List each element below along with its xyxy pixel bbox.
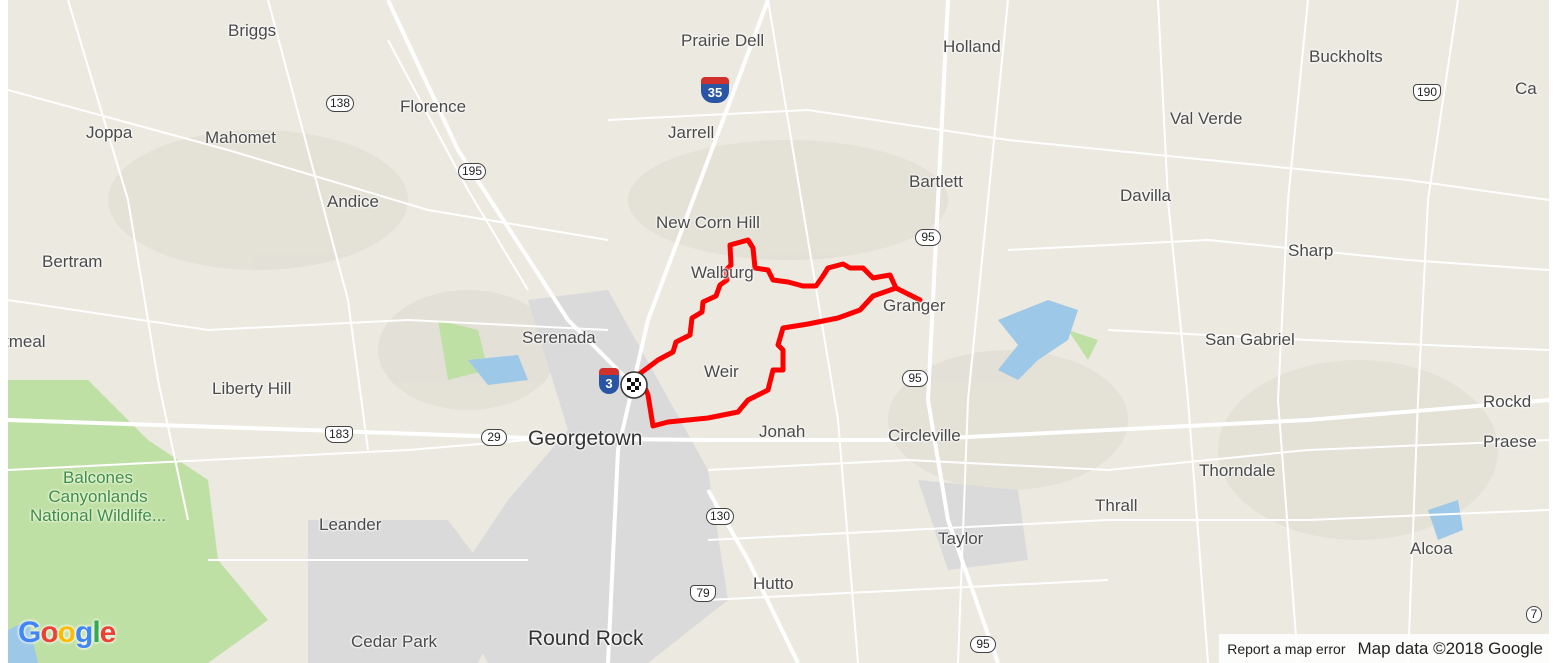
town-label: Jonah	[759, 422, 806, 441]
town-label: Circleville	[888, 426, 961, 445]
minor-roads	[8, 0, 1549, 663]
town-label: Thrall	[1095, 496, 1138, 515]
highway-shield: 29	[481, 429, 507, 446]
terrain	[108, 130, 1498, 540]
highway-shield: 130	[706, 508, 735, 525]
town-label: Walburg	[691, 263, 754, 282]
town-label: Serenada	[522, 328, 596, 347]
town-label: Bertram	[42, 252, 103, 271]
interstate-shield: 3	[599, 368, 619, 394]
highway-shield: 95	[902, 370, 928, 387]
highway-shield: 7	[1526, 606, 1542, 623]
town-label: Praese	[1483, 432, 1537, 451]
town-label: Val Verde	[1170, 109, 1243, 128]
town-label: Bartlett	[909, 172, 963, 191]
town-label: Hutto	[753, 574, 794, 593]
highway-shield: 95	[970, 636, 996, 653]
town-label: Davilla	[1120, 186, 1172, 205]
map-canvas[interactable]: Briggs Prairie Dell Holland Buckholts Ca…	[8, 0, 1549, 663]
town-label: Ca	[1515, 79, 1537, 98]
checkered-flag-icon[interactable]	[620, 371, 648, 399]
town-label: Prairie Dell	[681, 31, 765, 50]
park-label: Balcones Canyonlands National Wildlife..…	[29, 468, 167, 525]
highway-shield: 195	[458, 163, 487, 180]
town-label: Jarrell	[668, 123, 715, 142]
highway-shield: 95	[915, 229, 941, 246]
town-label-round-rock: Round Rock	[528, 627, 644, 650]
us-highway-shield: 183	[325, 426, 354, 443]
town-label: Leander	[319, 515, 382, 534]
major-roads	[8, 0, 1549, 663]
town-label: Joppa	[86, 123, 133, 142]
park-areas	[8, 320, 1098, 663]
town-label: New Corn Hill	[656, 213, 760, 232]
water	[8, 300, 1463, 663]
town-label: Weir	[704, 362, 739, 381]
town-label-georgetown: Georgetown	[528, 427, 643, 450]
route-line	[635, 237, 923, 429]
town-label: Cedar Park	[351, 632, 437, 651]
town-label: Liberty Hill	[212, 379, 292, 398]
town-label: Thorndale	[1199, 461, 1276, 480]
town-label: San Gabriel	[1205, 330, 1295, 349]
us-highway-shield: 79	[690, 585, 716, 602]
town-label: tmeal	[8, 332, 46, 351]
us-highway-shield: 190	[1413, 84, 1442, 101]
map-footer: Report a map error Map data ©2018 Google	[1219, 634, 1549, 663]
highway-shield: 138	[326, 95, 355, 112]
town-label: Sharp	[1288, 241, 1334, 260]
town-label: Mahomet	[205, 128, 276, 147]
map-attribution: Map data ©2018 Google	[1357, 638, 1544, 658]
town-label: Granger	[883, 296, 946, 315]
map-base	[8, 0, 1549, 663]
town-label: Alcoa	[1410, 539, 1453, 558]
town-label: Andice	[327, 192, 379, 211]
town-label: Briggs	[228, 21, 277, 40]
interstate-shield: 35	[701, 77, 729, 103]
town-label: Florence	[400, 97, 467, 116]
urban-areas	[308, 290, 1028, 663]
town-label: Taylor	[938, 529, 984, 548]
google-logo[interactable]: Google	[18, 616, 116, 649]
report-map-error-link[interactable]: Report a map error	[1227, 640, 1346, 657]
town-label: Holland	[943, 37, 1001, 56]
town-label: Rockd	[1483, 392, 1532, 411]
town-label: Buckholts	[1309, 47, 1383, 66]
